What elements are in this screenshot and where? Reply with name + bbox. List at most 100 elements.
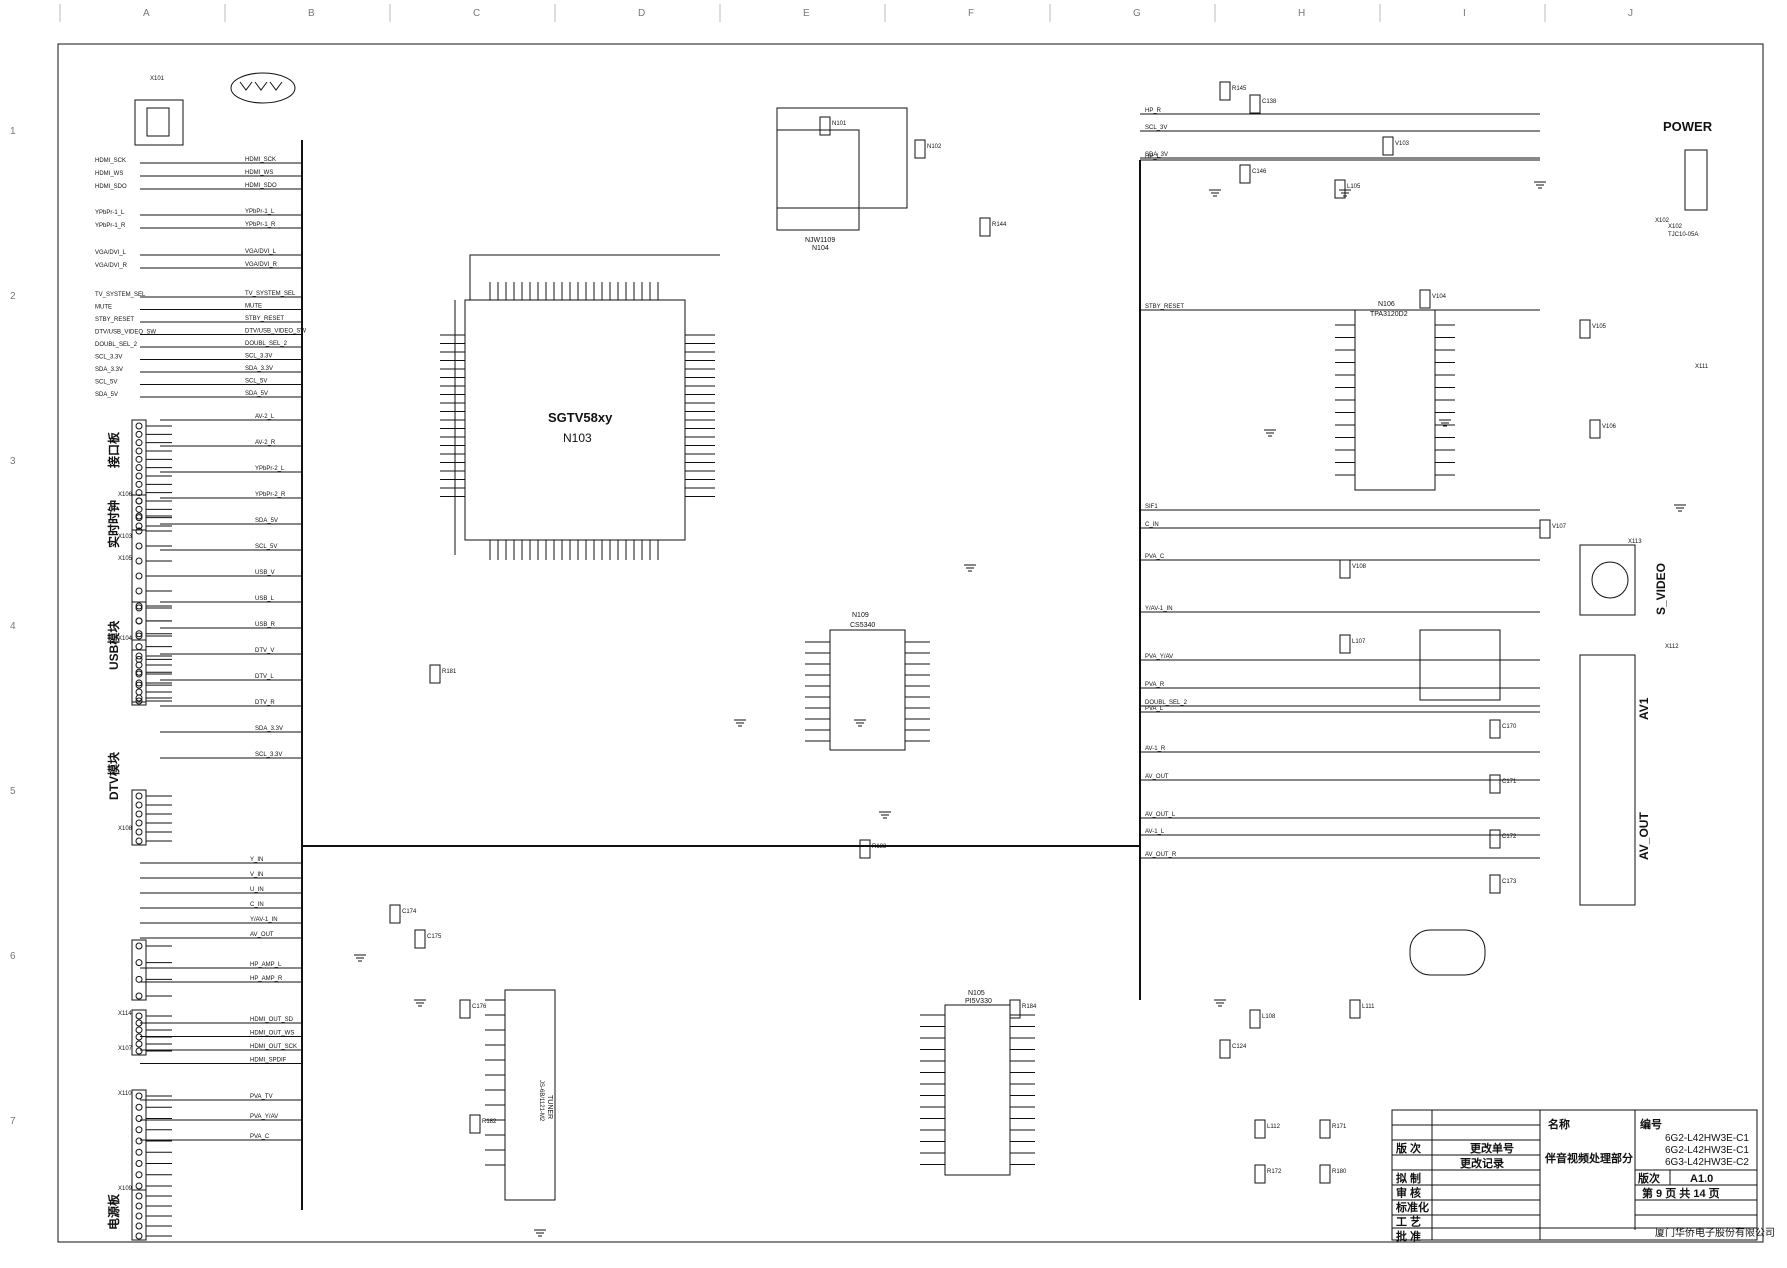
pi-ic-ref: N105 <box>968 990 985 997</box>
left-net-label-inner: MUTE <box>245 304 262 310</box>
component-body <box>429 664 441 684</box>
left-net-label-inner: HDMI_WS <box>245 170 273 176</box>
component-body <box>1489 829 1501 849</box>
right-nets: HP_RSCL_3VSDA_3VHP_LSTBY_RESETSIF1C_INPV… <box>1140 108 1540 859</box>
svideo-title: S_VIDEO <box>1654 563 1668 615</box>
right-net-label: PVA_R <box>1145 682 1165 688</box>
bus-label: AV-2_L <box>255 414 275 420</box>
component-body <box>914 139 926 159</box>
connector-ref-x106: X106 <box>118 492 133 498</box>
grid-row-4: 4 <box>10 621 16 632</box>
av1-title: AV1 <box>1637 697 1651 720</box>
left-net-label: YPbPr-1_L <box>95 210 125 216</box>
left-net-label: HDMI_SPDIF <box>250 1058 287 1064</box>
connector-pin <box>135 1160 143 1167</box>
connector-pin <box>135 992 143 1000</box>
bus-label: SCL_5V <box>255 544 277 550</box>
left-net-label-inner: SCL_5V <box>245 379 267 385</box>
connector-pin <box>135 828 143 836</box>
connector-pin <box>135 464 143 472</box>
left-net-label: AV_OUT <box>250 932 274 938</box>
grid-row-5: 5 <box>10 786 16 797</box>
left-net-label: HP_AMP_R <box>250 976 283 982</box>
left-net-label-inner: DOUBL_SEL_2 <box>245 341 288 347</box>
power-ref: X102 <box>1668 224 1683 230</box>
connector-pin <box>135 1040 143 1048</box>
pi-ic-block: N105 PI5V330 <box>920 990 1035 1176</box>
component-body <box>1579 319 1591 339</box>
component-ref: R145 <box>1232 86 1247 92</box>
left-net-label-inner: TV_SYSTEM_SEL <box>245 291 296 297</box>
tb-version-label: 版次 <box>1638 1171 1660 1185</box>
connector-pin <box>135 632 143 640</box>
left-net-label-inner: SDA_3.3V <box>245 366 273 372</box>
left-net-label: VGA/DVI_L <box>95 250 127 256</box>
connector-ref-x105: X105 <box>118 556 133 562</box>
component-ref: L112 <box>1267 1124 1281 1130</box>
grid-row-7: 7 <box>10 1116 16 1127</box>
left-net-label: SCL_3.3V <box>95 355 122 361</box>
left-net-label-inner: YPbPr-1_R <box>245 222 276 228</box>
connector-ref-x104: X104 <box>118 636 133 642</box>
bus-label: USB_R <box>255 622 276 628</box>
connector-pin <box>135 430 143 438</box>
ground-symbol <box>854 719 866 727</box>
connector-pin <box>135 604 143 612</box>
right-net-label: AV_OUT_R <box>1145 852 1177 858</box>
tb-name-label: 名称 <box>1548 1117 1570 1131</box>
ground-symbol <box>1214 999 1226 1007</box>
component-ref: V103 <box>1395 141 1410 147</box>
component-body <box>819 116 831 136</box>
component-body <box>979 217 991 237</box>
connector-ref-x108: X108 <box>118 826 133 832</box>
connector-pin <box>135 587 143 595</box>
connector-pin <box>135 542 143 550</box>
component-ref: L108 <box>1262 1014 1276 1020</box>
component-body <box>1334 179 1346 199</box>
component-ref: R180 <box>1332 1169 1347 1175</box>
bus-lines <box>301 140 1141 1210</box>
tb-name-value: 伴音视频处理部分 <box>1544 1151 1633 1165</box>
component-ref: C138 <box>1262 99 1277 105</box>
connector-pin <box>135 1047 143 1055</box>
connector-pin <box>135 505 143 513</box>
tb-role: 审 核 <box>1396 1186 1421 1200</box>
component-ref: C176 <box>472 1004 487 1010</box>
connector-pin <box>135 630 143 638</box>
component-ref: L111 <box>1362 1004 1375 1010</box>
right-net-label: SDA_3V <box>1145 152 1168 158</box>
left-net-label-inner: HDMI_SDO <box>245 183 277 189</box>
grid-row-3: 3 <box>10 456 16 467</box>
left-net-label-inner: SCL_3.3V <box>245 354 272 360</box>
bus-label: YPbPr-2_R <box>255 492 286 498</box>
bus-label: USB_L <box>255 596 275 602</box>
connector-ref-x102: X102 <box>1655 218 1670 224</box>
component-body <box>1339 634 1351 654</box>
connector-pin <box>135 512 143 520</box>
tb-change-record: 更改记录 <box>1460 1156 1504 1170</box>
left-net-label-inner: HDMI_SCK <box>245 157 276 163</box>
component-ref: C170 <box>1502 724 1517 730</box>
component-ref: C175 <box>427 934 442 940</box>
power-title: POWER <box>1663 119 1713 134</box>
connector-pin <box>135 439 143 447</box>
left-net-label-inner: YPbPr-1_L <box>245 209 275 215</box>
connector-ref-x113: X113 <box>1628 539 1642 545</box>
right-net-label: HP_L <box>1145 154 1161 160</box>
tb-change-no-col: 更改单号 <box>1470 1141 1514 1155</box>
left-net-label-inner: VGA/DVI_R <box>245 262 278 268</box>
component-body <box>1489 774 1501 794</box>
left-net-label: SDA_3.3V <box>95 367 123 373</box>
right-net-label: AV_OUT <box>1145 774 1169 780</box>
connector-pin <box>135 1232 143 1240</box>
component-body <box>1319 1119 1331 1139</box>
component-body <box>469 1114 481 1134</box>
left-net-label: DOUBL_SEL_2 <box>95 342 138 348</box>
connector-pin <box>135 1115 143 1122</box>
connector-pin <box>135 1012 143 1020</box>
component-ref: C173 <box>1502 879 1517 885</box>
tb-number-1: 6G2-L42HW3E-C1 <box>1665 1133 1749 1144</box>
connector-pin <box>135 697 143 705</box>
